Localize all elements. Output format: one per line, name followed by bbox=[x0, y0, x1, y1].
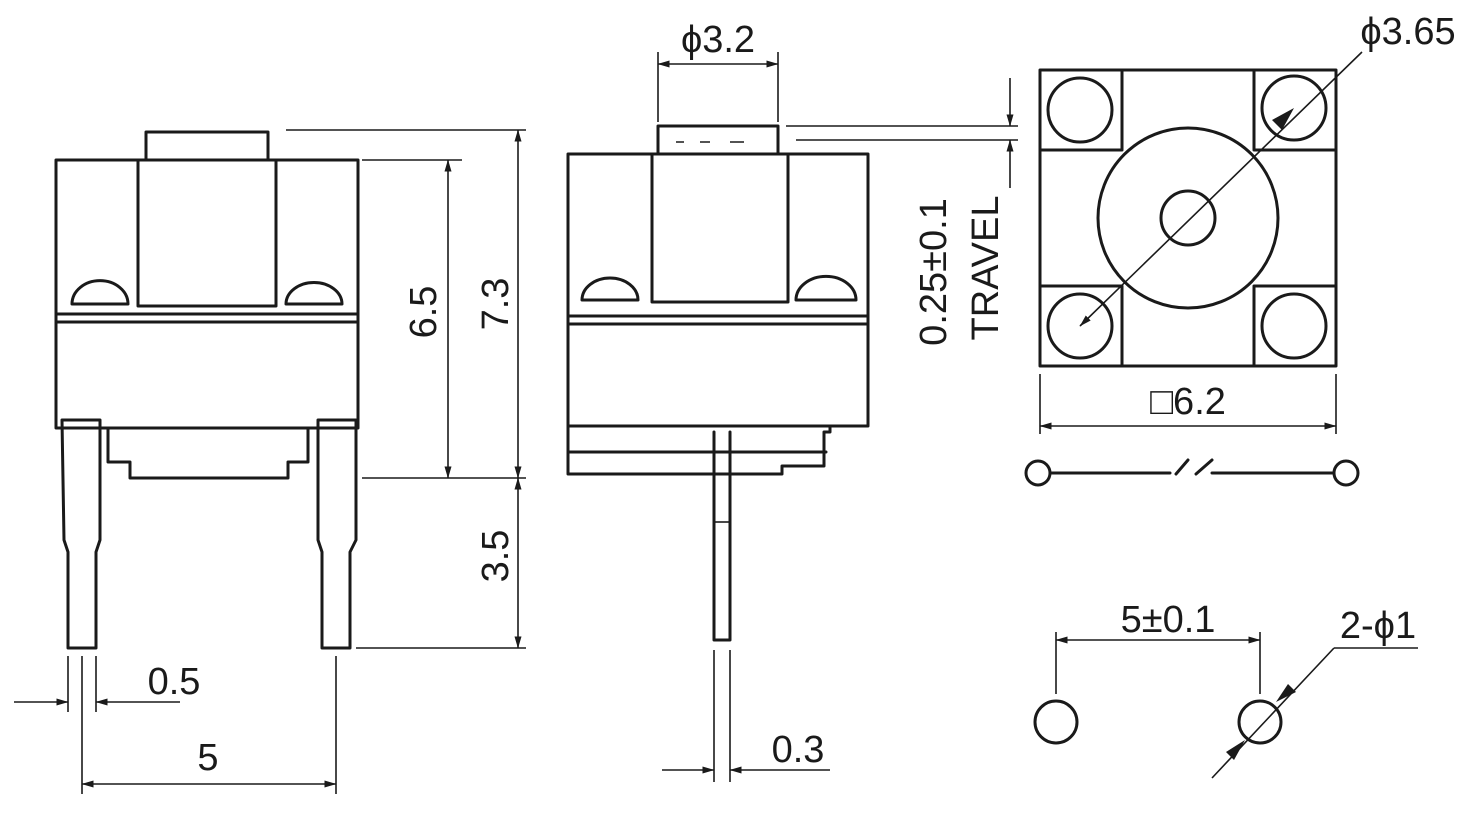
dim-lead-3-5: 3.5 bbox=[475, 530, 517, 583]
dim-hole-diameter: 2-ϕ1 bbox=[1340, 605, 1416, 647]
top-view bbox=[1038, 51, 1363, 368]
dim-lead-0-5: 0.5 bbox=[148, 661, 201, 703]
dim-phi-3-2: ϕ3.2 bbox=[681, 19, 755, 61]
dim-height-6-5: 6.5 bbox=[403, 286, 445, 339]
dim-square-6-2: □6.2 bbox=[1150, 381, 1226, 423]
front-view bbox=[54, 130, 360, 650]
dim-height-7-3: 7.3 bbox=[475, 278, 517, 331]
dim-travel-label: TRAVEL bbox=[965, 195, 1007, 340]
dim-travel-value: 0.25±0.1 bbox=[913, 198, 955, 346]
dim-phi-3-65: ϕ3.65 bbox=[1360, 11, 1455, 53]
dimension-lines bbox=[14, 52, 1337, 794]
dim-lead-0-3: 0.3 bbox=[772, 729, 825, 771]
switch-symbol bbox=[1024, 458, 1360, 487]
pcb-holes bbox=[1033, 647, 1418, 779]
dim-hole-pitch: 5±0.1 bbox=[1121, 599, 1216, 641]
dim-pitch-5: 5 bbox=[197, 737, 218, 779]
dimension-labels: ϕ3.2 ϕ3.65 6.5 7.3 3.5 0.25±0.1 TRAVEL □… bbox=[148, 11, 1456, 779]
side-view bbox=[566, 124, 870, 642]
